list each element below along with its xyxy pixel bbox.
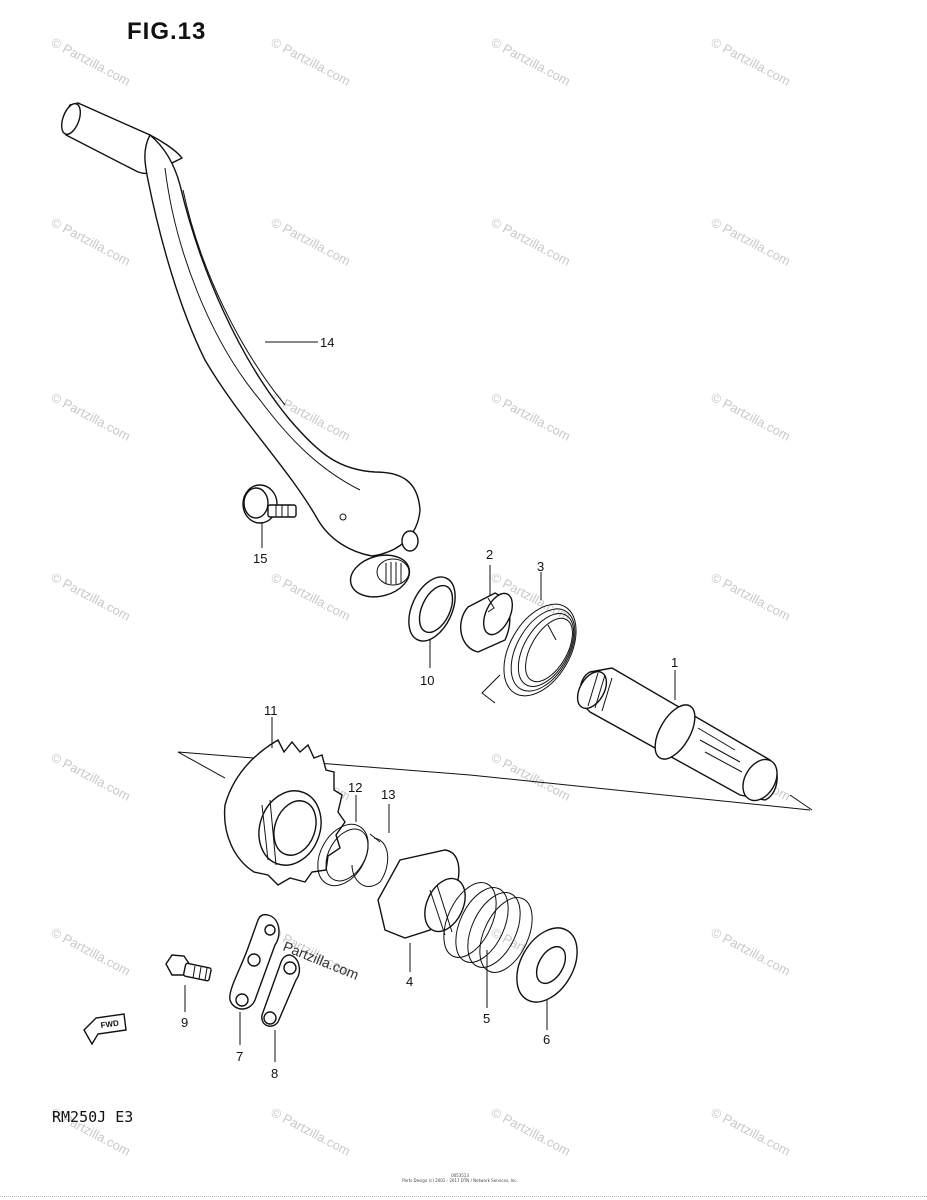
watermark-0-3: © Partzilla.com — [709, 34, 793, 88]
watermark-1-1: © Partzilla.com — [269, 214, 353, 268]
part-1-kick-shaft[interactable] — [572, 667, 784, 807]
figure-title: FIG.13 — [127, 18, 207, 45]
callout-11: 11 — [264, 703, 278, 718]
part-5-spring[interactable] — [433, 874, 543, 1008]
part-3-return-spring[interactable] — [481, 572, 591, 708]
callout-12: 12 — [348, 780, 362, 795]
callout-9: 9 — [181, 1015, 188, 1030]
callout-5: 5 — [483, 1011, 490, 1026]
watermark-5-3: © Partzilla.com — [709, 924, 793, 978]
callout-10: 10 — [420, 673, 434, 688]
footer-code: 0053513 — [451, 1173, 469, 1178]
part-6-washer[interactable] — [504, 917, 589, 1030]
watermark-0-1: © Partzilla.com — [269, 34, 353, 88]
part-12-washer[interactable] — [307, 795, 378, 895]
watermark-4-0: © Partzilla.com — [49, 749, 133, 803]
part-4-kick-guide[interactable] — [377, 849, 473, 972]
fwd-arrow-icon: FWD — [83, 1013, 127, 1046]
watermark-3-3: © Partzilla.com — [709, 569, 793, 623]
callout-14: 14 — [320, 335, 334, 350]
callout-1: 1 — [671, 655, 678, 670]
part-14-kick-lever[interactable] — [58, 101, 421, 603]
watermark-3-0: © Partzilla.com — [49, 569, 133, 623]
part-7-plate[interactable] — [229, 913, 280, 1045]
part-2-bush[interactable] — [460, 565, 518, 653]
watermark-3-1: © Partzilla.com — [269, 569, 353, 623]
callout-6: 6 — [543, 1032, 550, 1047]
bottom-rule — [0, 1196, 927, 1197]
watermark-0-2: © Partzilla.com — [489, 34, 573, 88]
watermark-0-0: © Partzilla.com — [49, 34, 133, 88]
model-code: RM250J E3 — [52, 1108, 134, 1126]
part-13-circlip[interactable] — [351, 804, 390, 888]
callout-labels: 1 2 3 4 5 6 7 8 9 10 11 12 13 14 15 — [181, 335, 678, 1081]
watermark-4-2: © Partzilla.com — [489, 749, 573, 803]
watermark-6-3: © Partzilla.com — [709, 1104, 793, 1158]
watermark-5-0: © Partzilla.com — [49, 924, 133, 978]
fwd-label: FWD — [100, 1019, 120, 1030]
part-8-plate[interactable] — [261, 954, 301, 1062]
part-10-oil-seal[interactable] — [400, 570, 465, 668]
footer-copyright: Parts Design (c) 2001 - 2017 DTN / Netwo… — [402, 1178, 518, 1183]
callout-13: 13 — [381, 787, 395, 802]
watermark-2-3: © Partzilla.com — [709, 389, 793, 443]
callout-4: 4 — [406, 974, 413, 989]
part-15-bolt[interactable] — [242, 484, 297, 548]
callout-2: 2 — [486, 547, 493, 562]
watermark-1-3: © Partzilla.com — [709, 214, 793, 268]
callout-8: 8 — [271, 1066, 278, 1081]
callout-15: 15 — [253, 551, 267, 566]
watermark-6-2: © Partzilla.com — [489, 1104, 573, 1158]
page-footer: 0053513 Parts Design (c) 2001 - 2017 DTN… — [380, 1173, 540, 1183]
callout-7: 7 — [236, 1049, 243, 1064]
part-11-drive-gear[interactable] — [223, 717, 346, 886]
watermark-1-0: © Partzilla.com — [49, 214, 133, 268]
part-9-bolt[interactable] — [165, 954, 212, 1012]
watermark-1-2: © Partzilla.com — [489, 214, 573, 268]
watermark-2-2: © Partzilla.com — [489, 389, 573, 443]
watermark-6-1: © Partzilla.com — [269, 1104, 353, 1158]
watermark-2-0: © Partzilla.com — [49, 389, 133, 443]
callout-3: 3 — [537, 559, 544, 574]
